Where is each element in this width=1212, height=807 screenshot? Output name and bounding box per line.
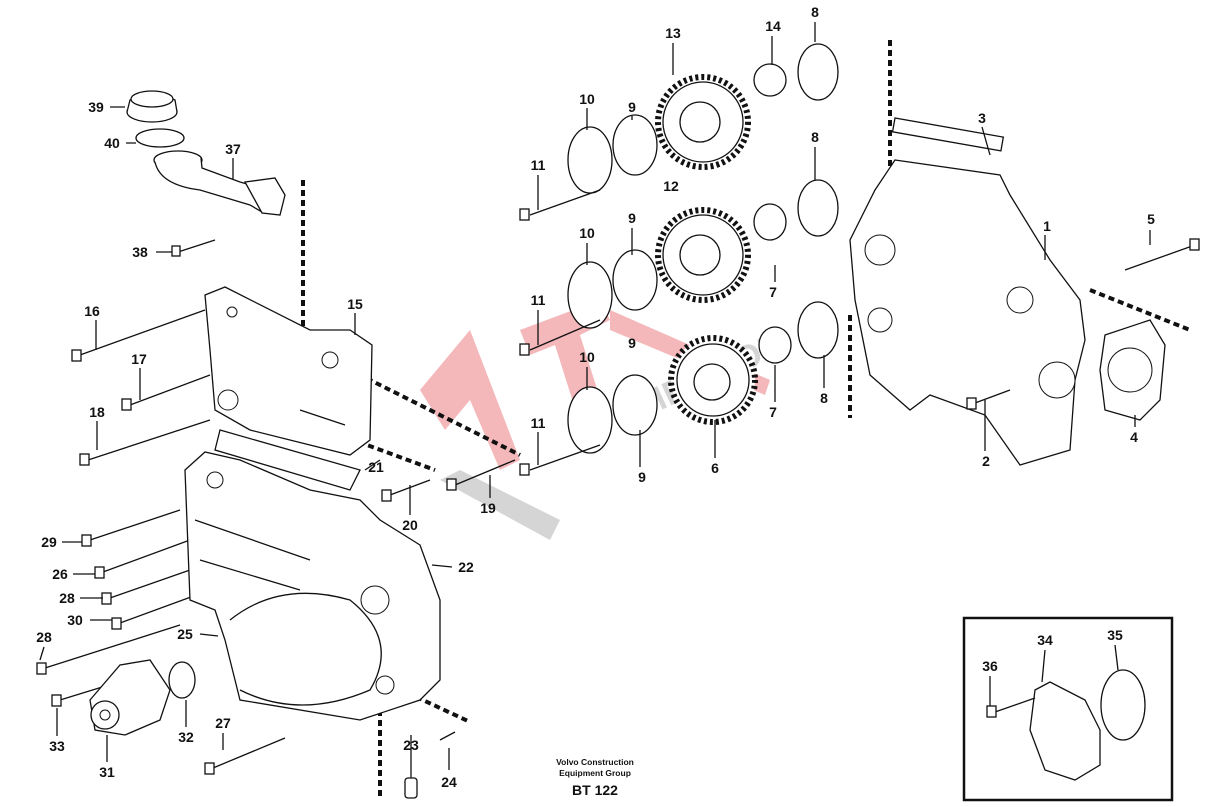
water-pump [89,659,171,736]
callout: 13 [665,25,681,41]
callout: 19 [480,500,496,516]
cover-plate-4 [1099,319,1166,421]
callout: 20 [402,517,418,533]
callout: 25 [177,626,193,642]
bolt-38 [171,239,216,257]
callout: 28 [36,629,52,645]
callout: 7 [769,284,777,300]
callout: 23 [403,737,419,753]
callout: 1 [1043,218,1051,234]
leader-lines [39,22,1151,778]
callout: 2 [982,453,990,469]
callout: 9 [628,335,636,351]
callout: 10 [579,225,595,241]
gear-12 [655,207,751,303]
callout: 11 [531,292,546,308]
oil-filler-cap [126,90,178,123]
callout: 22 [458,559,474,575]
timing-plate [849,117,1086,466]
gear-6 [668,335,758,425]
callout: 9 [628,210,636,226]
callout: 16 [84,303,100,319]
o-ring [168,661,196,699]
bolts-right [966,238,1200,410]
callout: 40 [104,135,120,151]
callout: 5 [1147,211,1155,227]
company-line-2: Equipment Group [559,768,631,778]
callout: 33 [49,738,65,754]
callout: 9 [628,99,636,115]
callout: 28 [59,590,75,606]
discs [519,43,839,476]
timing-cover [204,286,373,491]
filler-pipe [153,150,286,216]
callout: 21 [368,459,384,475]
callout: 29 [41,534,57,550]
callout: 17 [131,351,147,367]
callout: 32 [178,729,194,745]
callout: 9 [638,469,646,485]
callout-labels: 39 40 37 38 16 17 15 18 21 19 20 29 26 2… [36,4,1155,790]
callout: 26 [52,566,68,582]
callout: 36 [982,658,998,674]
callout: 14 [765,18,781,34]
diagram-code: BT 122 [572,782,618,798]
callout: 8 [820,390,828,406]
callout: 18 [89,404,105,420]
callout: 31 [99,764,115,780]
callout: 3 [978,110,986,126]
callout: 39 [88,99,104,115]
callout: 8 [811,129,819,145]
callout: 34 [1037,632,1053,648]
gear-13 [655,74,751,170]
alignment-lines [301,40,1191,800]
seal-ring [135,128,185,148]
callout: 10 [579,349,595,365]
callout: 35 [1107,627,1123,643]
callout: 15 [347,296,363,312]
callout: 27 [215,715,231,731]
callout: 8 [811,4,819,20]
detail-inset [962,616,1174,802]
callout: 4 [1130,429,1138,445]
callout: 6 [711,460,719,476]
callout: 30 [67,612,83,628]
timing-gear-housing [184,451,441,721]
callout: 38 [132,244,148,260]
callout: 37 [225,141,241,157]
callout: 11 [531,415,546,431]
callout: 24 [441,774,457,790]
footer-caption: Volvo Construction Equipment Group BT 12… [545,757,645,798]
callout: 7 [769,404,777,420]
callout: 12 [663,178,679,194]
company-line-1: Volvo Construction [556,757,634,767]
callout: 11 [531,157,546,173]
callout: 10 [579,91,595,107]
